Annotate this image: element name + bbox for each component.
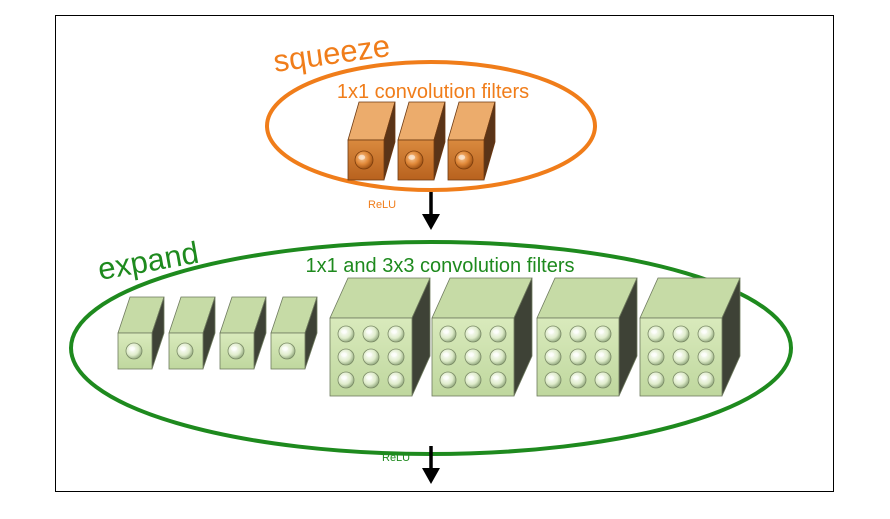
expand-filters xyxy=(117,277,741,397)
expand-filter-3x3-knob xyxy=(647,371,665,389)
expand-filter-3x3 xyxy=(639,277,741,397)
expand-filter-3x3-knob xyxy=(697,325,715,343)
expand-filter-3x3-knob xyxy=(569,325,587,343)
expand-filter-1x1 xyxy=(168,296,216,370)
expand-filter-3x3-knob xyxy=(569,371,587,389)
expand-filter-3x3-knob xyxy=(647,325,665,343)
squeeze-filter-1x1 xyxy=(397,101,446,181)
expand-filter-3x3-knob xyxy=(594,371,612,389)
expand-filter-1x1-knob xyxy=(176,342,194,360)
squeeze-filter-1x1-knob xyxy=(454,150,474,170)
expand-filter-3x3-knob xyxy=(489,348,507,366)
expand-filter-3x3-knob xyxy=(647,348,665,366)
expand-filter-3x3-knob xyxy=(489,325,507,343)
expand-filter-3x3-knob xyxy=(464,371,482,389)
expand-filter-3x3-knob xyxy=(362,371,380,389)
expand-filter-3x3-knob xyxy=(387,348,405,366)
expand-filter-3x3-knob xyxy=(439,348,457,366)
squeeze-filter-1x1-knob xyxy=(404,150,424,170)
expand-relu-label: ReLU xyxy=(382,452,410,464)
expand-filter-3x3-knob xyxy=(594,348,612,366)
expand-filter-3x3-knob xyxy=(387,325,405,343)
expand-relu-arrow xyxy=(422,446,440,484)
expand-filter-3x3-knob xyxy=(387,371,405,389)
squeeze-ellipse xyxy=(265,60,597,192)
expand-filter-3x3-knob xyxy=(464,325,482,343)
expand-filter-1x1-knob xyxy=(125,342,143,360)
expand-filter-3x3-knob xyxy=(439,325,457,343)
expand-filter-3x3-knob xyxy=(697,348,715,366)
squeeze-title: squeeze xyxy=(271,28,392,79)
expand-filter-3x3-knob xyxy=(569,348,587,366)
expand-title: expand xyxy=(95,235,201,287)
expand-filter-3x3-knob xyxy=(337,325,355,343)
expand-filter-3x3-knob xyxy=(362,325,380,343)
squeeze-filter-1x1 xyxy=(347,101,396,181)
expand-filter-1x1-knob xyxy=(227,342,245,360)
expand-filter-1x1 xyxy=(117,296,165,370)
squeeze-filters xyxy=(347,101,496,181)
expand-filter-3x3 xyxy=(536,277,638,397)
diagram-frame xyxy=(55,15,834,492)
squeeze-relu-label: ReLU xyxy=(368,199,396,211)
expand-filter-3x3-knob xyxy=(337,371,355,389)
squeeze-subtitle: 1x1 convolution filters xyxy=(337,81,529,103)
expand-filter-3x3-knob xyxy=(672,325,690,343)
expand-filter-1x1 xyxy=(270,296,318,370)
expand-filter-3x3-knob xyxy=(594,325,612,343)
expand-filter-1x1 xyxy=(219,296,267,370)
expand-filter-3x3 xyxy=(329,277,431,397)
expand-filter-3x3-knob xyxy=(697,371,715,389)
squeeze-filter-1x1-knob xyxy=(354,150,374,170)
expand-filter-3x3 xyxy=(431,277,533,397)
expand-filter-3x3-knob xyxy=(544,348,562,366)
expand-filter-3x3-knob xyxy=(672,371,690,389)
expand-filter-3x3-knob xyxy=(464,348,482,366)
expand-filter-3x3-knob xyxy=(489,371,507,389)
squeeze-relu-arrow xyxy=(422,192,440,230)
expand-filter-3x3-knob xyxy=(544,371,562,389)
expand-subtitle: 1x1 and 3x3 convolution filters xyxy=(305,255,574,277)
expand-filter-3x3-knob xyxy=(672,348,690,366)
squeeze-filter-1x1 xyxy=(447,101,496,181)
expand-filter-3x3-knob xyxy=(362,348,380,366)
expand-filter-3x3-knob xyxy=(439,371,457,389)
expand-filter-3x3-knob xyxy=(544,325,562,343)
expand-filter-3x3-knob xyxy=(337,348,355,366)
expand-filter-1x1-knob xyxy=(278,342,296,360)
